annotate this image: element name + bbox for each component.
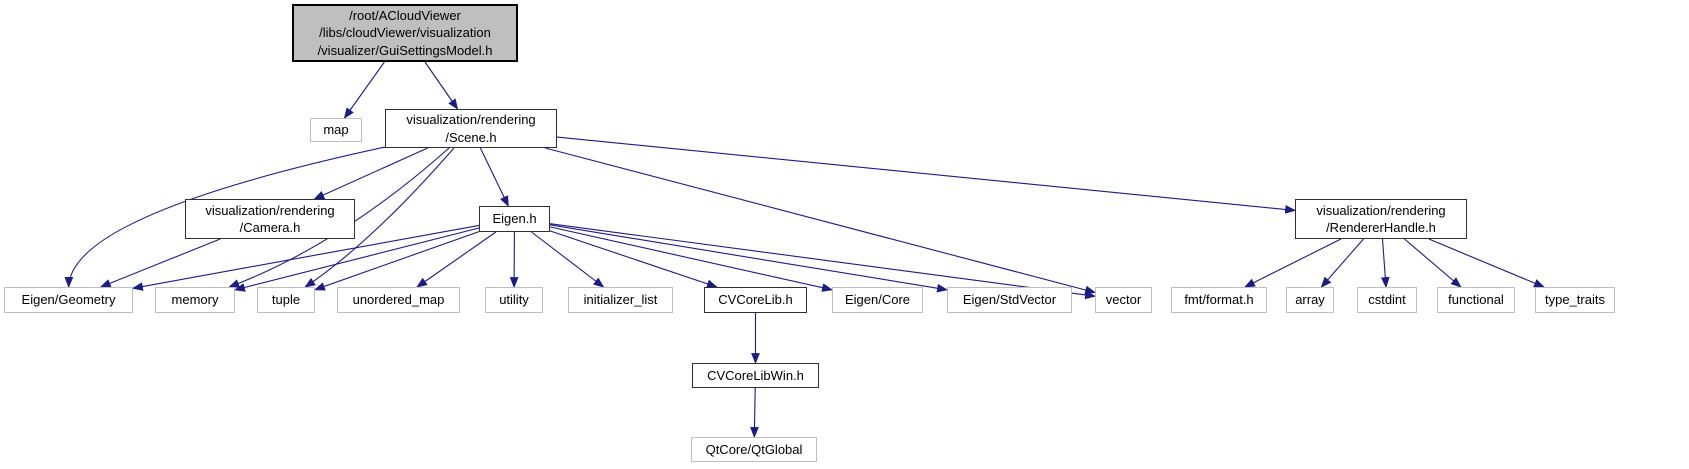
graph-node-label: /root/ACloudViewer /libs/cloudViewer/vis… (317, 8, 493, 58)
graph-node-tuple: tuple (257, 287, 315, 313)
include-edge-eigen-vector (549, 223, 1097, 300)
graph-node-label: tuple (271, 292, 301, 308)
graph-node-eigen[interactable]: Eigen.h (479, 206, 550, 232)
graph-node-label: CVCoreLibWin.h (707, 367, 804, 383)
include-edge-rendererhandle-cstdint (1380, 238, 1390, 289)
graph-node-geometry: Eigen/Geometry (4, 287, 133, 313)
include-edge-scene-eigen (479, 147, 509, 207)
graph-node-array: array (1286, 287, 1334, 313)
graph-node-eigencore: Eigen/Core (832, 287, 923, 313)
edge-group (64, 61, 1545, 439)
graph-node-label: visualization/rendering /RendererHandle.… (1316, 202, 1446, 235)
graph-node-utility: utility (485, 287, 543, 313)
include-edge-eigen-eigencore (549, 226, 834, 292)
include-edge-rendererhandle-array (1320, 238, 1364, 288)
graph-node-label: fmt/format.h (1184, 292, 1254, 308)
include-edge-scene-tuple (304, 147, 455, 288)
include-edge-root-scene (424, 61, 459, 110)
include-edge-scene-vector (545, 147, 1097, 295)
include-edge-eigen-memory (233, 227, 480, 292)
graph-node-functional: functional (1437, 287, 1515, 313)
graph-node-initlist: initializer_list (568, 287, 673, 313)
graph-node-label: CVCoreLib.h (718, 292, 793, 308)
graph-node-label: visualization/rendering /Scene.h (406, 112, 536, 145)
include-edge-scene-rendererhandle (556, 136, 1297, 214)
graph-node-label: Eigen/Core (844, 292, 911, 308)
graph-node-label: Eigen/Geometry (21, 292, 116, 308)
graph-node-fmt: fmt/format.h (1171, 287, 1267, 313)
graph-node-cvcorelib[interactable]: CVCoreLib.h (704, 287, 807, 313)
graph-node-rendererhandle[interactable]: visualization/rendering /RendererHandle.… (1295, 199, 1467, 239)
graph-node-typetraits: type_traits (1535, 287, 1615, 313)
graph-node-cvcorelibwin[interactable]: CVCoreLibWin.h (692, 363, 819, 388)
include-edge-cvcorelibwin-qtglobal (750, 387, 759, 439)
graph-node-label: memory (171, 292, 219, 308)
graph-node-root: /root/ACloudViewer /libs/cloudViewer/vis… (292, 4, 518, 62)
graph-node-label: array (1295, 292, 1325, 308)
graph-node-label: visualization/rendering /Camera.h (205, 202, 335, 235)
graph-node-memory: memory (155, 287, 235, 313)
graph-node-label: type_traits (1545, 292, 1605, 308)
graph-node-label: Eigen/StdVector (962, 292, 1057, 308)
graph-node-label: cstdint (1368, 292, 1406, 308)
include-edge-eigen-stdvector (549, 224, 949, 293)
graph-node-label: utility (499, 292, 529, 308)
include-edge-scene-camera (313, 147, 428, 200)
graph-node-label: map (323, 122, 349, 138)
graph-node-label: unordered_map (352, 292, 445, 308)
graph-node-camera[interactable]: visualization/rendering /Camera.h (185, 199, 355, 239)
include-edge-eigen-initlist (531, 231, 605, 288)
graph-node-label: functional (1448, 292, 1504, 308)
graph-node-unordered: unordered_map (337, 287, 460, 313)
graph-node-label: Eigen.h (492, 211, 537, 227)
graph-node-qtglobal: QtCore/QtGlobal (691, 437, 817, 462)
include-edge-eigen-geometry (131, 224, 480, 291)
graph-node-vector: vector (1095, 287, 1152, 313)
include-edge-camera-geometry (99, 238, 221, 288)
include-edge-rendererhandle-typetraits (1428, 238, 1545, 288)
include-edge-eigen-unordered (416, 231, 497, 288)
include-edge-eigen-tuple (313, 231, 480, 291)
include-edge-root-map (343, 61, 385, 119)
graph-node-cstdint: cstdint (1357, 287, 1417, 313)
graph-node-map: map (310, 118, 362, 142)
graph-node-scene[interactable]: visualization/rendering /Scene.h (385, 109, 557, 148)
graph-node-label: initializer_list (583, 292, 658, 308)
graph-node-label: QtCore/QtGlobal (705, 441, 803, 457)
include-edge-rendererhandle-functional (1404, 238, 1462, 288)
include-edge-rendererhandle-fmt (1244, 238, 1342, 288)
include-edge-eigen-cvcorelib (549, 230, 718, 289)
include-edge-scene-geometry (64, 146, 386, 289)
graph-node-stdvector: Eigen/StdVector (947, 287, 1072, 313)
graph-node-label: vector (1105, 292, 1142, 308)
